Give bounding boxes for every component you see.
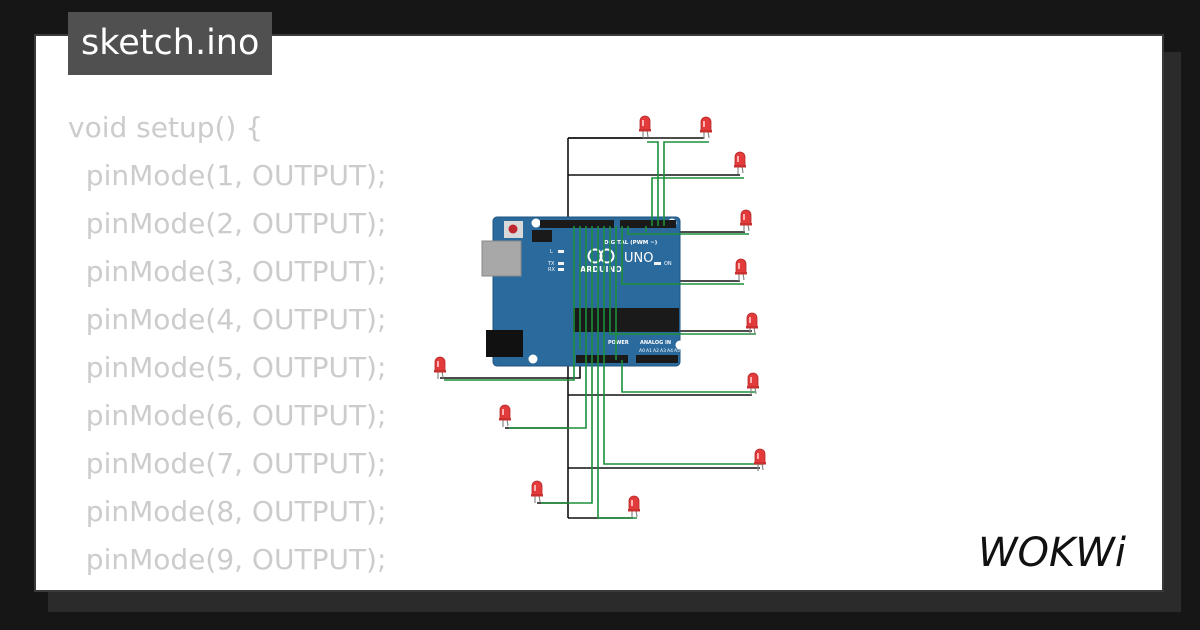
code-line: pinMode(4, OUTPUT); [68,303,387,336]
led[interactable] [754,448,766,471]
code-line: void setup() { [68,111,264,144]
power-label: POWER [608,340,629,346]
code-line: pinMode(8, OUTPUT); [68,495,387,528]
rx-label: RX [548,267,555,273]
led-tx [558,262,564,265]
digital-header-left [540,220,614,228]
mount-hole [675,340,685,350]
analog-pin-label: A0 [639,348,645,354]
on-label: ON [664,261,672,267]
wokwi-logo-text: WOKWi [978,530,1126,576]
led[interactable] [531,480,543,503]
led[interactable] [734,151,746,174]
led[interactable] [747,372,759,395]
file-name-tab: sketch.ino [68,12,273,75]
led[interactable] [499,404,511,427]
led[interactable] [434,356,446,379]
usb-port [481,240,522,277]
arduino-logo-icon [599,248,615,264]
icsp-header [532,230,552,242]
led[interactable] [700,116,712,139]
digital-label: DIGITAL (PWM ~) [604,240,658,246]
analog-pin-label: A5 [674,348,680,354]
power-jack [486,330,523,357]
digital-header-right [620,220,676,228]
atmega-chip [573,308,679,332]
code-preview: void setup() { pinMode(1, OUTPUT); pinMo… [68,104,404,590]
led-group [434,115,766,518]
analog-pin-label: A2 [653,348,659,354]
brand-label: ARDUINO [580,265,622,274]
led[interactable] [740,209,752,232]
code-line: pinMode(9, OUTPUT); [68,543,387,576]
wokwi-logo: WOKWi [978,530,1126,576]
code-line: pinMode(2, OUTPUT); [68,207,387,240]
mount-hole [528,354,538,364]
analog-header [636,355,678,363]
led[interactable] [746,312,758,335]
tx-label: TX [547,261,555,267]
power-header [576,355,628,363]
mount-hole [531,218,541,228]
arduino-uno-board[interactable]: L TX RX ON DIGITAL (PWM ~) ARDUINO UNO P… [481,216,685,367]
analog-label: ANALOG IN [640,340,671,346]
code-line: pinMode(7, OUTPUT); [68,447,387,480]
led[interactable] [735,258,747,281]
model-label: UNO [624,251,653,266]
led-rx [558,268,564,271]
code-line: pinMode(3, OUTPUT); [68,255,387,288]
led[interactable] [639,115,651,138]
analog-pin-label: A1 [646,348,652,354]
signal-wires [444,141,764,519]
code-line: pinMode(6, OUTPUT); [68,399,387,432]
reset-button-cap[interactable] [508,224,518,234]
analog-pin-label: A4 [667,348,673,354]
led[interactable] [628,495,640,518]
l-label: L [550,249,553,255]
code-line: pinMode(5, OUTPUT); [68,351,387,384]
led-on [654,262,661,265]
led-l [558,250,564,253]
code-line: pinMode(1, OUTPUT); [68,159,387,192]
analog-pin-label: A3 [660,348,666,354]
